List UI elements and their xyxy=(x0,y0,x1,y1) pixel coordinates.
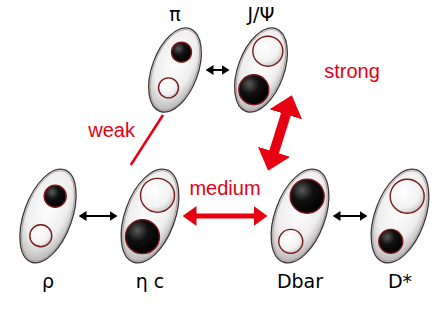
meson-shell xyxy=(9,162,88,271)
shell-rim xyxy=(226,23,295,117)
particle-label: π xyxy=(169,3,180,25)
shell-rim xyxy=(11,164,86,268)
quark-ball xyxy=(239,75,269,105)
particle-label: D* xyxy=(388,267,412,292)
meson-node: ρ xyxy=(18,165,78,292)
interaction-arrow xyxy=(274,114,286,152)
particle-label: η c xyxy=(136,267,165,292)
meson-node: J/Ψ xyxy=(230,3,292,115)
meson-shell xyxy=(138,21,211,119)
meson-shape xyxy=(230,25,292,115)
quark-ball xyxy=(379,229,403,253)
meson-shell xyxy=(260,161,341,270)
meson-node: Dbar xyxy=(268,165,332,292)
particle-label: Dbar xyxy=(277,267,323,292)
meson-shell xyxy=(110,161,191,270)
meson-shell xyxy=(224,21,297,119)
meson-shape xyxy=(268,165,332,267)
quark-ball xyxy=(290,179,324,213)
meson-shape xyxy=(368,165,432,267)
interaction-arrow xyxy=(196,214,254,219)
quark-ball xyxy=(253,36,283,66)
particle-label: ρ xyxy=(42,267,54,292)
interaction-arrow xyxy=(86,215,110,217)
coupling-label: medium xyxy=(189,177,260,200)
interaction-arrow xyxy=(131,115,163,165)
coupling-label: weak xyxy=(88,119,135,142)
meson-shape xyxy=(118,165,182,267)
meson-shell xyxy=(360,161,439,270)
shell-rim xyxy=(112,163,188,268)
meson-shape xyxy=(18,165,78,267)
quark-ball xyxy=(390,179,424,213)
shell-rim xyxy=(262,163,338,268)
meson-node: η c xyxy=(118,165,182,292)
coupling-label: strong xyxy=(324,60,380,83)
interaction-arrow xyxy=(340,215,360,217)
meson-shape xyxy=(145,25,205,115)
shell-rim xyxy=(140,23,209,117)
shell-rim xyxy=(362,163,438,268)
quark-ball xyxy=(44,185,66,207)
quark-ball xyxy=(279,229,303,253)
quark-ball xyxy=(159,78,179,98)
meson-node: π xyxy=(145,3,205,115)
particle-label: J/Ψ xyxy=(248,3,275,25)
quark-ball xyxy=(171,42,191,62)
meson-node: D* xyxy=(368,165,432,292)
quark-ball xyxy=(30,225,52,247)
interaction-arrow xyxy=(213,69,222,71)
quark-ball xyxy=(141,178,175,212)
quark-ball xyxy=(125,220,159,254)
